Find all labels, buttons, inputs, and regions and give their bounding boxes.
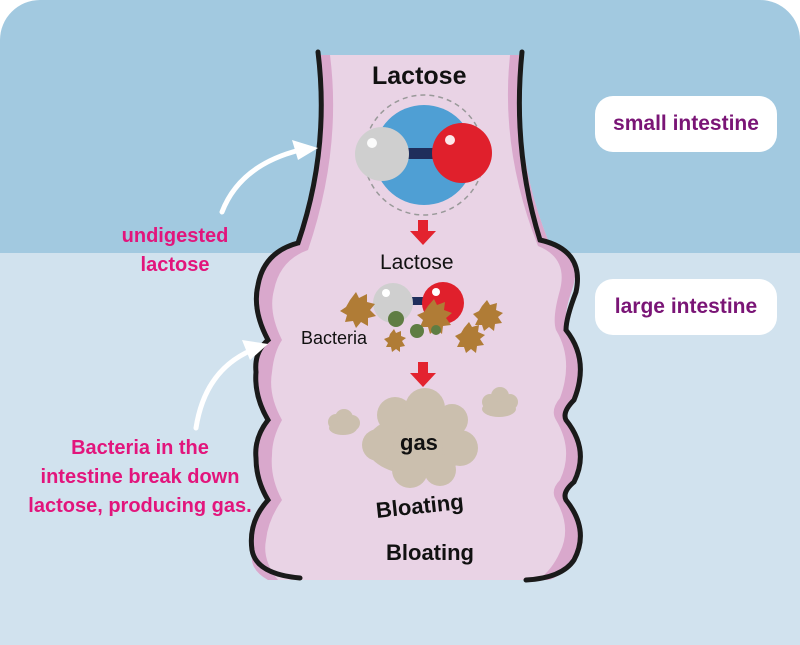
bloating-label-2: Bloating [386,540,474,565]
gas-cloud-small-right [482,387,518,417]
glucose-sphere [355,127,409,181]
bacterium [473,300,503,331]
bacterium [417,299,452,334]
bacterium [340,292,376,328]
intestine-rim-left [250,55,334,580]
red-down-arrow-1 [410,220,436,245]
large-intestine-label: large intestine [595,279,777,335]
note-line: lactose, producing gas. [28,495,252,517]
arrow-undigested-lactose [219,147,303,215]
intestine-outline-left [248,49,324,581]
arrow-bacteria-note [193,347,255,431]
note-line: undigested [121,225,229,247]
lactose-middle-label: Lactose [380,251,454,274]
note-line: intestine break down [40,466,240,488]
galactose-highlight [445,135,455,145]
bacterium [384,329,406,352]
bacteria-label: Bacteria [301,328,368,348]
arrowhead-undigested [292,140,318,160]
particle [388,311,404,327]
lactose-title: Lactose [372,62,467,90]
arrowhead-bacteria-note [242,340,268,360]
intestine-body [250,55,581,580]
note-line: Bacteria in the [71,437,209,459]
bacteria-process-note: Bacteria in the intestine break down lac… [10,434,270,521]
gas-cloud-large [362,388,478,488]
particle [431,325,441,335]
gas-cloud-small-left [328,409,360,435]
gas-label: gas [400,430,438,455]
undigested-lactose-note: undigested lactose [100,222,250,280]
note-line: lactose [140,254,210,276]
intestine-outline-right [516,49,583,583]
galactose-sphere [432,123,492,183]
bacterium [455,322,485,353]
bacteria-cluster [340,292,503,353]
lactose-bond-middle [412,297,430,305]
small-intestine-label: small intestine [595,96,777,152]
red-down-arrow-2 [410,362,436,387]
galactose-highlight-middle [432,288,440,296]
particle [410,324,424,338]
glucose-highlight-middle [382,289,390,297]
green-particles [388,311,441,338]
glucose-highlight [367,138,377,148]
